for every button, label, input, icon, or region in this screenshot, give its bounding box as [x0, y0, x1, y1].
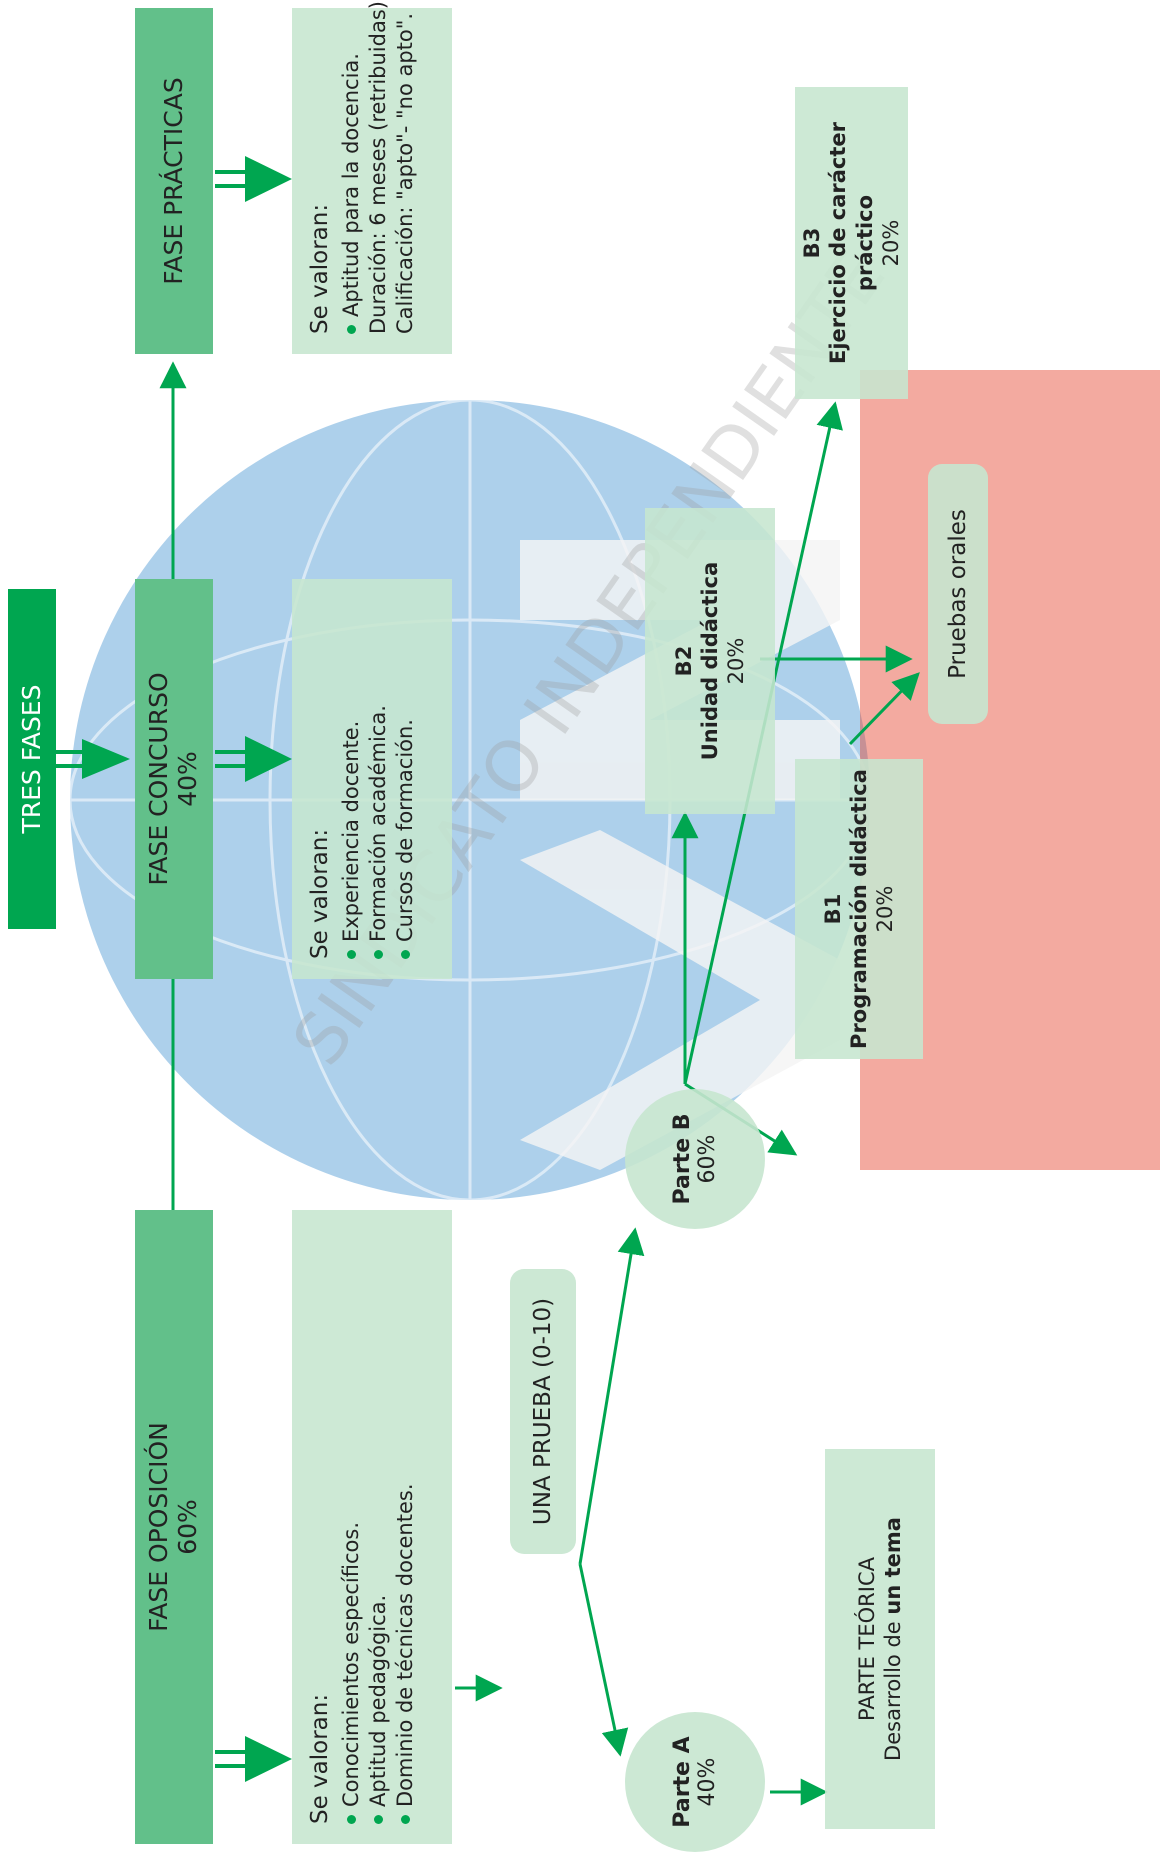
valoran-practicas-line: Duración: 6 meses (retribuidas). — [366, 0, 391, 334]
bullet-icon — [401, 950, 411, 959]
double-arrow-oposicion — [215, 1736, 292, 1782]
valoran-concurso-item: Formación académica. — [366, 705, 391, 942]
b1-code: B1 — [820, 893, 845, 925]
parteB-label: Parte B — [670, 1113, 695, 1205]
double-arrow-concurso — [215, 736, 292, 782]
valoran-practicas: Se valoran: Aptitud para la docencia. Du… — [292, 0, 452, 354]
fase-practicas-box: FASE PRÁCTICAS — [135, 8, 213, 354]
valoran-practicas-header: Se valoran: — [307, 203, 333, 334]
parteA-label: Parte A — [670, 1736, 695, 1828]
valoran-practicas-line: Calificación: "apto"- "no apto". — [393, 12, 418, 334]
b1-box: B1 Programación didáctica 20% — [795, 759, 923, 1059]
b2-name: Unidad didáctica — [697, 561, 722, 761]
valoran-practicas-bullet: Aptitud para la docencia. — [338, 53, 363, 317]
b2-box: B2 Unidad didáctica 20% — [645, 508, 775, 814]
b3-code: B3 — [800, 227, 824, 259]
valoran-oposicion: Se valoran: Conocimientos específicos. A… — [292, 1210, 452, 1844]
prueba-text: UNA PRUEBA (0-10) — [530, 1297, 556, 1526]
bullet-icon — [374, 950, 384, 959]
valoran-concurso-item: Cursos de formación. — [393, 719, 418, 942]
bullet-icon — [346, 950, 356, 959]
double-arrow-practicas — [215, 156, 292, 202]
arrow-prueba-parteA — [578, 1563, 629, 1757]
b1-name: Programación didáctica — [846, 769, 871, 1049]
bullet-icon — [374, 1815, 384, 1824]
fase-concurso-box: FASE CONCURSO 40% — [135, 579, 213, 979]
double-arrow-title — [56, 739, 130, 779]
fase-oposicion-box: FASE OPOSICIÓN 60% — [135, 1210, 213, 1844]
valoran-oposicion-item: Aptitud pedagógica. — [366, 1594, 391, 1807]
parteA-circle: Parte A 40% — [625, 1712, 765, 1852]
arrow-prueba-parteB — [578, 1227, 645, 1565]
b3-box: B3 Ejercicio de carácter práctico 20% — [795, 87, 908, 399]
teorica-line2: Desarrollo de un tema — [881, 1517, 905, 1761]
title-box: TRES FASES — [8, 589, 56, 929]
bullet-icon — [346, 325, 356, 334]
valoran-oposicion-item: Conocimientos específicos. — [338, 1522, 363, 1807]
orales-pill: Pruebas orales — [928, 464, 988, 724]
prueba-pill: UNA PRUEBA (0-10) — [510, 1269, 576, 1554]
valoran-oposicion-header: Se valoran: — [307, 1693, 333, 1824]
parteB-pct: 60% — [695, 1134, 720, 1184]
teorica-box: PARTE TEÓRICA Desarrollo de un tema — [825, 1449, 935, 1829]
double-arrows — [56, 156, 292, 1782]
b1-pct: 20% — [873, 885, 898, 933]
b3-name: Ejercicio de carácter práctico — [826, 122, 877, 364]
arrow-b1-orales — [848, 672, 920, 746]
fase-concurso-label: FASE CONCURSO — [144, 672, 174, 886]
valoran-concurso-header: Se valoran: — [307, 828, 333, 959]
valoran-oposicion-item: Dominio de técnicas docentes. — [393, 1483, 418, 1807]
parteA-pct: 40% — [695, 1757, 720, 1807]
valoran-concurso: Se valoran: Experiencia docente. Formaci… — [292, 579, 452, 979]
fase-oposicion-pct: 60% — [173, 1499, 202, 1555]
fase-oposicion-label: FASE OPOSICIÓN — [144, 1422, 174, 1632]
b2-pct: 20% — [724, 637, 749, 685]
teorica-line2-bold: un tema — [881, 1517, 905, 1615]
fase-concurso-pct: 40% — [173, 751, 202, 807]
parteB-circle: Parte B 60% — [625, 1089, 765, 1229]
teorica-line1: PARTE TEÓRICA — [854, 1557, 879, 1721]
fase-practicas-label: FASE PRÁCTICAS — [158, 77, 188, 285]
bullet-icon — [401, 1815, 411, 1824]
valoran-concurso-item: Experiencia docente. — [338, 720, 363, 942]
title-text: TRES FASES — [16, 684, 46, 834]
orales-text: Pruebas orales — [945, 509, 971, 679]
bullet-icon — [346, 1815, 356, 1824]
b3-pct: 20% — [878, 219, 903, 267]
b2-code: B2 — [671, 645, 696, 677]
